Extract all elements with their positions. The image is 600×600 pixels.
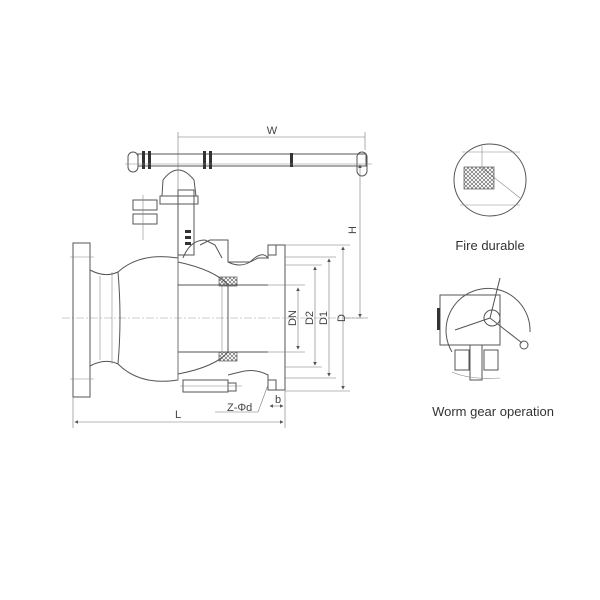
dim-DN-label: DN [287,310,299,326]
dim-L-label: L [175,409,181,421]
detail-fire-durable: Fire durable [453,143,527,253]
dimension-lines: W H DN D2 D1 D L b Z-Φd [72,125,368,428]
valve-body [62,151,372,398]
seat-upper [218,276,238,287]
dim-D-label: D [336,314,348,322]
dim-D2-label: D2 [304,311,316,325]
dim-H-label: H [347,226,359,234]
left-flange [72,242,91,398]
dim-W-label: W [267,125,278,137]
dim-b-label: b [275,394,281,406]
dim-D1-label: D1 [318,311,330,325]
detail-caption-worm-gear: Worm gear operation [432,404,554,419]
detail-worm-gear: Worm gear operation [432,277,554,419]
dim-Z-phi-d-label: Z-Φd [227,402,252,414]
seat-lower [218,351,238,362]
detail-caption-fire-durable: Fire durable [455,238,524,253]
